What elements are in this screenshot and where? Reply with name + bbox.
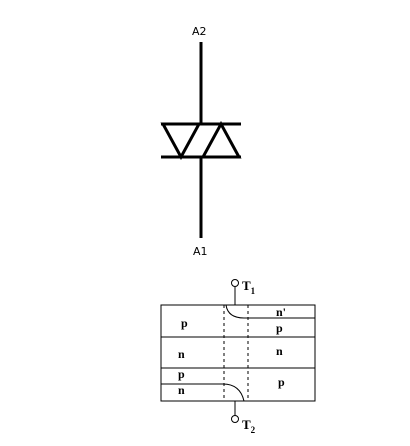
terminal-t1-label: T1	[242, 278, 256, 296]
region-left-p-lower: p	[178, 367, 185, 381]
region-right-p-bottom: p	[278, 375, 285, 389]
terminal-t1-node	[231, 279, 239, 287]
layer-structure: T1 p n p n n' p n p T2	[160, 278, 316, 435]
region-left-n-middle: n	[178, 347, 185, 361]
thyristor-forward-triangle	[160, 122, 202, 161]
top-contact-curve	[225, 304, 245, 319]
bottom-contact-curve	[222, 383, 245, 402]
terminal-t2-label: T2	[242, 417, 256, 435]
triac-symbol: A2 A1	[160, 25, 242, 258]
device-body	[160, 304, 316, 402]
anode2-label: A2	[192, 25, 207, 38]
terminal-t2-node	[231, 415, 239, 423]
thyristor-reverse-triangle	[200, 120, 242, 159]
region-left-n-bottom: n	[178, 383, 185, 397]
region-right-n-middle: n	[276, 344, 283, 358]
anode1-label: A1	[193, 245, 208, 258]
region-left-p-top: p	[181, 316, 188, 330]
region-right-p-top: p	[276, 321, 283, 335]
region-right-nplus-top: n'	[276, 305, 286, 319]
